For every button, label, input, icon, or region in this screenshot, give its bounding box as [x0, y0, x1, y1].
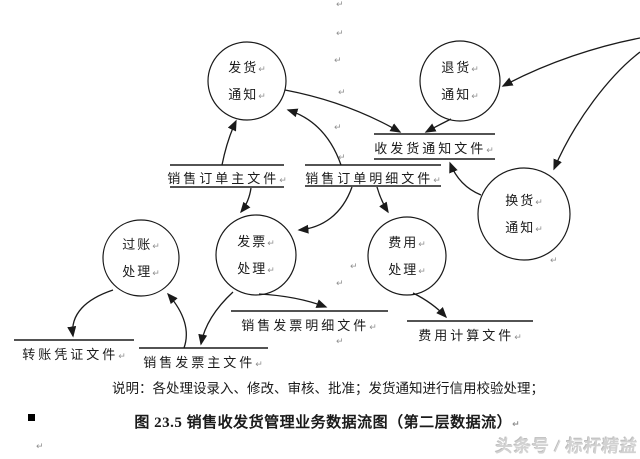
expense-process-label: 费用↵ 处理↵ — [362, 229, 452, 283]
return-mark-icon: ↵ — [471, 92, 479, 102]
return-notice-label: 退货↵ 通知↵ — [415, 54, 505, 108]
return-notice-label-line1: 退货 — [441, 60, 472, 75]
return-mark-icon: ↵ — [336, 29, 344, 39]
flow-sales-order-master-to-invoice-process — [240, 187, 252, 214]
expense-calc-file-label: 费用计算文件↵ — [400, 325, 540, 344]
list-bullet — [28, 414, 35, 421]
return-mark-icon: ↵ — [338, 88, 346, 98]
expense-process-circle — [367, 216, 447, 296]
return-mark-icon: ↵ — [152, 242, 160, 252]
flow-sales-order-detail-to-shipping-notice — [286, 108, 342, 166]
diagram-note: 说明：各处理设录入、修改、审核、批准；发货通知进行信用校验处理； — [112, 377, 562, 397]
posting-process-label-line1: 过账 — [122, 237, 153, 252]
invoice-process-label-line1: 发票 — [237, 234, 268, 249]
flow-return-notice-to-notice-file — [424, 118, 452, 133]
figure-caption-text: 图 23.5 销售收发货管理业务数据流图（第二层数据流） — [134, 415, 513, 431]
shipping-notice-label: 发货↵ 通知↵ — [202, 54, 292, 108]
flow-invoice-process-to-sales-invoice-detail — [258, 293, 328, 308]
return-mark-icon: ↵ — [350, 262, 358, 272]
return-mark-icon: ↵ — [267, 266, 275, 276]
watermark-text: 头条号 / 标杆精益 — [494, 437, 639, 456]
return-mark-icon: ↵ — [336, 279, 344, 289]
sales-order-master-label: 销售订单主文件↵ — [162, 168, 292, 187]
shipping-notice-label-line2: 通知 — [228, 87, 259, 102]
figure-caption: 图 23.5 销售收发货管理业务数据流图（第二层数据流）↵ — [14, 411, 640, 432]
posting-process-label: 过账↵ 处理↵ — [96, 231, 186, 285]
diagram-note-text: 说明：各处理设录入、修改、审核、批准；发货通知进行信用校验处理； — [112, 381, 544, 396]
posting-process-label-line2: 处理 — [122, 264, 153, 279]
return-mark-icon: ↵ — [418, 240, 426, 250]
flow-exchange-notice-to-notice-file — [449, 161, 482, 196]
shipping-receiving-notice-file-label: 收发货通知文件↵ — [364, 138, 504, 157]
shipping-notice-label-line1: 发货 — [228, 60, 259, 75]
return-mark-icon: ↵ — [471, 65, 479, 75]
return-mark-icon: ↵ — [334, 56, 342, 66]
exchange-notice-circle — [477, 167, 571, 261]
return-notice-label-line2: 通知 — [441, 87, 472, 102]
return-mark-icon: ↵ — [334, 123, 342, 133]
return-mark-icon: ↵ — [418, 267, 426, 277]
return-mark-icon: ↵ — [258, 65, 266, 75]
return-mark-icon: ↵ — [279, 176, 287, 186]
return-mark-icon: ↵ — [152, 269, 160, 279]
return-mark-icon: ↵ — [514, 333, 522, 343]
return-mark-icon: ↵ — [550, 256, 558, 266]
exchange-notice-label-line1: 换货 — [505, 193, 536, 208]
return-mark-icon: ↵ — [267, 239, 275, 249]
flow-shipping-notice-to-notice-file — [284, 89, 402, 133]
shipping-notice-circle — [207, 41, 287, 121]
invoice-process-label: 发票↵ 处理↵ — [211, 228, 301, 282]
expense-process-label-line1: 费用 — [388, 235, 419, 250]
exchange-notice-label-line2: 通知 — [505, 220, 536, 235]
flow-invoice-process-to-sales-invoice-master — [198, 291, 234, 346]
watermark: 头条号 / 标杆精益 — [494, 432, 639, 457]
flow-expense-process-to-expense-calc — [412, 292, 448, 319]
return-mark-icon: ↵ — [336, 0, 344, 10]
expense-process-label-line2: 处理 — [388, 262, 419, 277]
sales-invoice-master-text: 销售发票主文件 — [143, 355, 256, 370]
expense-calc-file-text: 费用计算文件 — [418, 328, 515, 343]
flow-offpage-to-return-notice — [501, 37, 640, 87]
invoice-process-circle — [215, 214, 297, 296]
return-mark-icon: ↵ — [369, 323, 377, 333]
return-mark-icon: ↵ — [486, 146, 494, 156]
shipping-receiving-notice-file-text: 收发货通知文件 — [374, 141, 487, 156]
return-mark-icon: ↵ — [36, 442, 44, 452]
return-mark-icon: ↵ — [338, 153, 346, 163]
return-mark-icon: ↵ — [336, 337, 344, 347]
flow-sales-order-detail-to-invoice-process — [297, 186, 353, 234]
exchange-notice-label: 换货↵ 通知↵ — [479, 187, 569, 241]
sales-invoice-master-label: 销售发票主文件↵ — [133, 352, 273, 371]
sales-order-detail-label: 销售订单明细文件↵ — [295, 168, 451, 187]
return-mark-icon: ↵ — [535, 225, 543, 235]
return-mark-icon: ↵ — [535, 198, 543, 208]
return-mark-icon: ↵ — [512, 420, 520, 430]
return-mark-icon: ↵ — [255, 360, 263, 370]
posting-process-circle — [102, 219, 180, 297]
sales-invoice-detail-text: 销售发票明细文件 — [241, 318, 370, 333]
sales-order-detail-text: 销售订单明细文件 — [305, 171, 434, 186]
sales-order-master-text: 销售订单主文件 — [167, 171, 280, 186]
return-mark-icon: ↵ — [118, 352, 126, 362]
invoice-process-label-line2: 处理 — [237, 261, 268, 276]
flow-offpage-to-exchange-notice — [553, 51, 640, 171]
sales-invoice-detail-label: 销售发票明细文件↵ — [229, 315, 389, 334]
flow-sales-order-detail-to-expense-process — [376, 186, 389, 214]
return-mark-icon: ↵ — [433, 176, 441, 186]
transfer-voucher-file-label: 转账凭证文件↵ — [4, 344, 144, 363]
transfer-voucher-file-text: 转账凭证文件 — [22, 347, 119, 362]
flow-posting-process-to-transfer-voucher — [67, 289, 114, 338]
flow-sales-invoice-master-to-posting-process — [167, 292, 187, 349]
return-notice-circle — [419, 40, 501, 122]
return-mark-icon: ↵ — [258, 92, 266, 102]
flow-sales-order-master-to-shipping-notice — [221, 119, 237, 166]
